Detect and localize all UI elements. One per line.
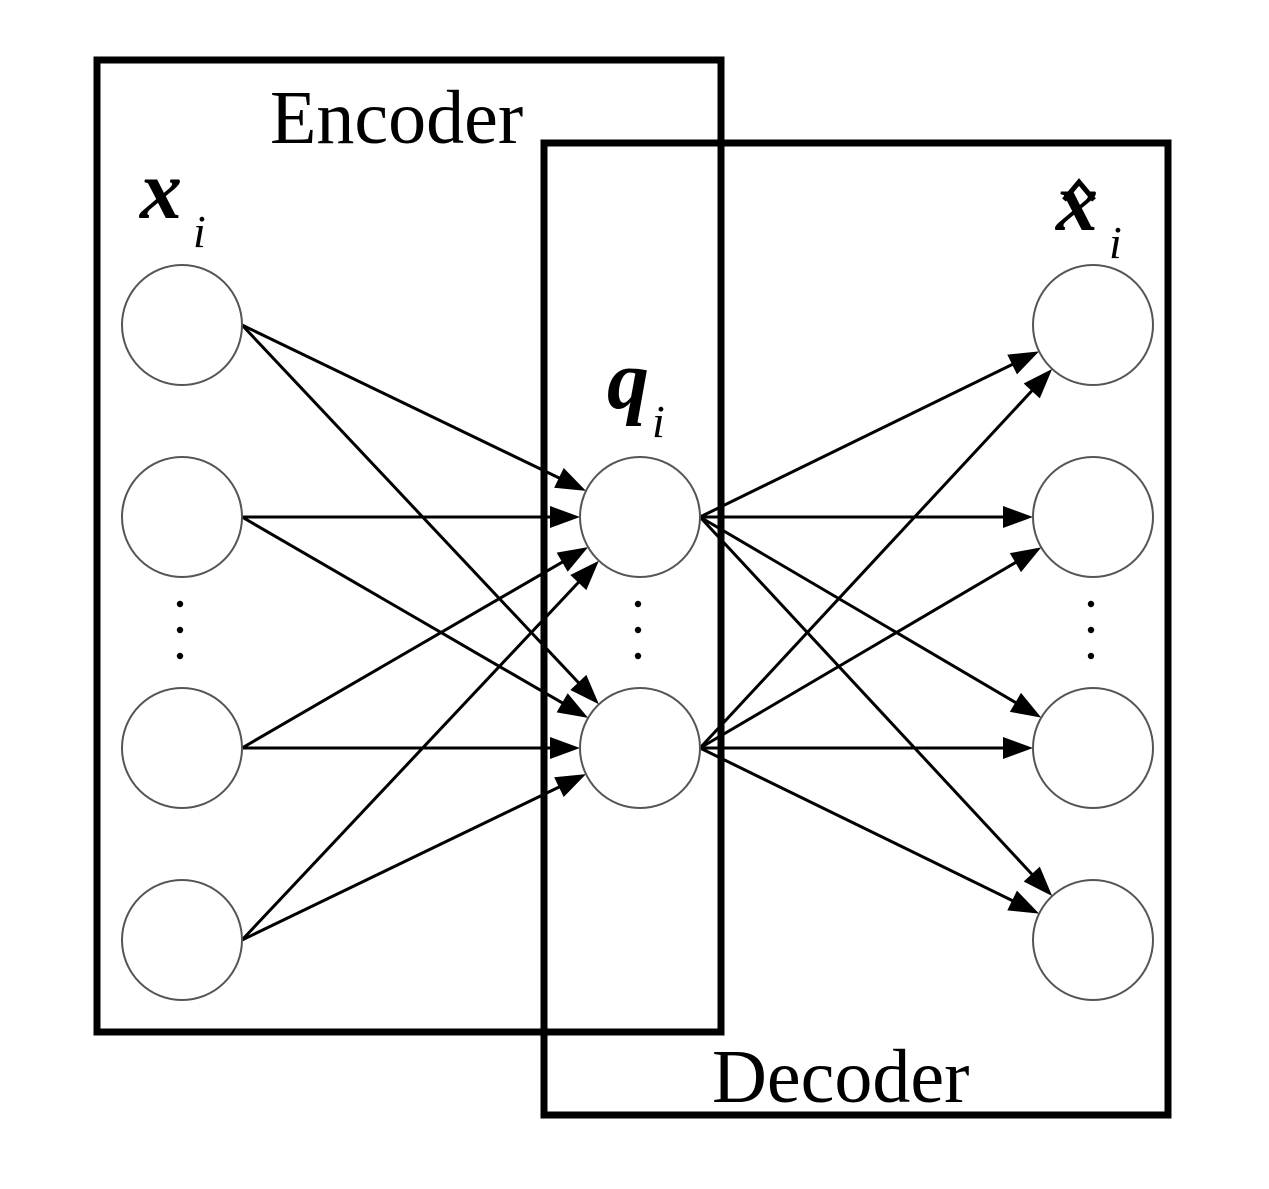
input-layer [121,264,243,1001]
encoder-arrowhead [556,693,589,718]
output-node [1032,687,1154,809]
decoder-edge [699,515,1020,706]
input-node [121,456,243,578]
code-symbol: q i [607,334,665,447]
arrowheads [550,351,1053,914]
decoder-arrowhead [1009,547,1042,573]
decoder-edge [699,361,1017,519]
encoder-edge [241,323,564,481]
encoder-arrowhead [570,560,599,591]
code-layer [579,456,701,809]
encoder-label: Encoder [270,76,523,160]
encoder-arrowhead [554,774,586,798]
input-symbol: x i [138,144,206,257]
code-node [579,687,701,809]
encoder-edge [241,515,567,707]
decoder-edge [699,559,1020,750]
encoder-arrowhead [550,506,580,528]
encoder-arrowhead [556,547,589,572]
output-symbol-letter: x [1054,156,1098,249]
input-node [121,879,243,1001]
decoder-arrowhead [1023,368,1053,399]
encoder-box [93,56,725,1036]
output-symbol-subscript: i [1109,217,1122,268]
hat-accent [1062,178,1096,202]
output-node [1032,264,1154,386]
input-node [121,264,243,386]
encoder-arrowhead [550,737,580,759]
encoder-edge [241,784,564,942]
output-node [1032,456,1154,578]
decoder-edge [698,515,1036,879]
decoder-arrowhead [1009,692,1042,718]
output-node [1032,879,1154,1001]
decoder-label: Decoder [712,1035,969,1119]
decoder-arrowhead [1007,890,1040,914]
input-symbol-subscript: i [193,206,206,257]
code-symbol-letter: q [607,334,649,427]
output-ellipsis [1087,600,1095,660]
encoder-arrowhead [570,674,599,705]
decoder-arrowhead [1023,866,1053,897]
decoder-box [540,139,1172,1119]
code-node [579,456,701,578]
decoder-edge [698,386,1036,750]
input-ellipsis [176,600,184,660]
code-symbol-subscript: i [652,396,665,447]
encoder-edge [241,558,567,750]
encoder-edge [240,323,583,687]
connection-edges [240,323,1036,942]
encoder-arrowhead [554,467,586,491]
decoder-edge [699,746,1017,904]
encoder-edge [240,578,583,942]
output-layer [1032,264,1154,1001]
output-symbol: x i [1054,156,1122,268]
input-symbol-letter: x [138,144,182,237]
code-ellipsis [634,600,642,660]
decoder-arrowhead [1007,351,1040,375]
decoder-arrowhead [1003,737,1033,759]
decoder-arrowhead [1003,506,1033,528]
input-node [121,687,243,809]
